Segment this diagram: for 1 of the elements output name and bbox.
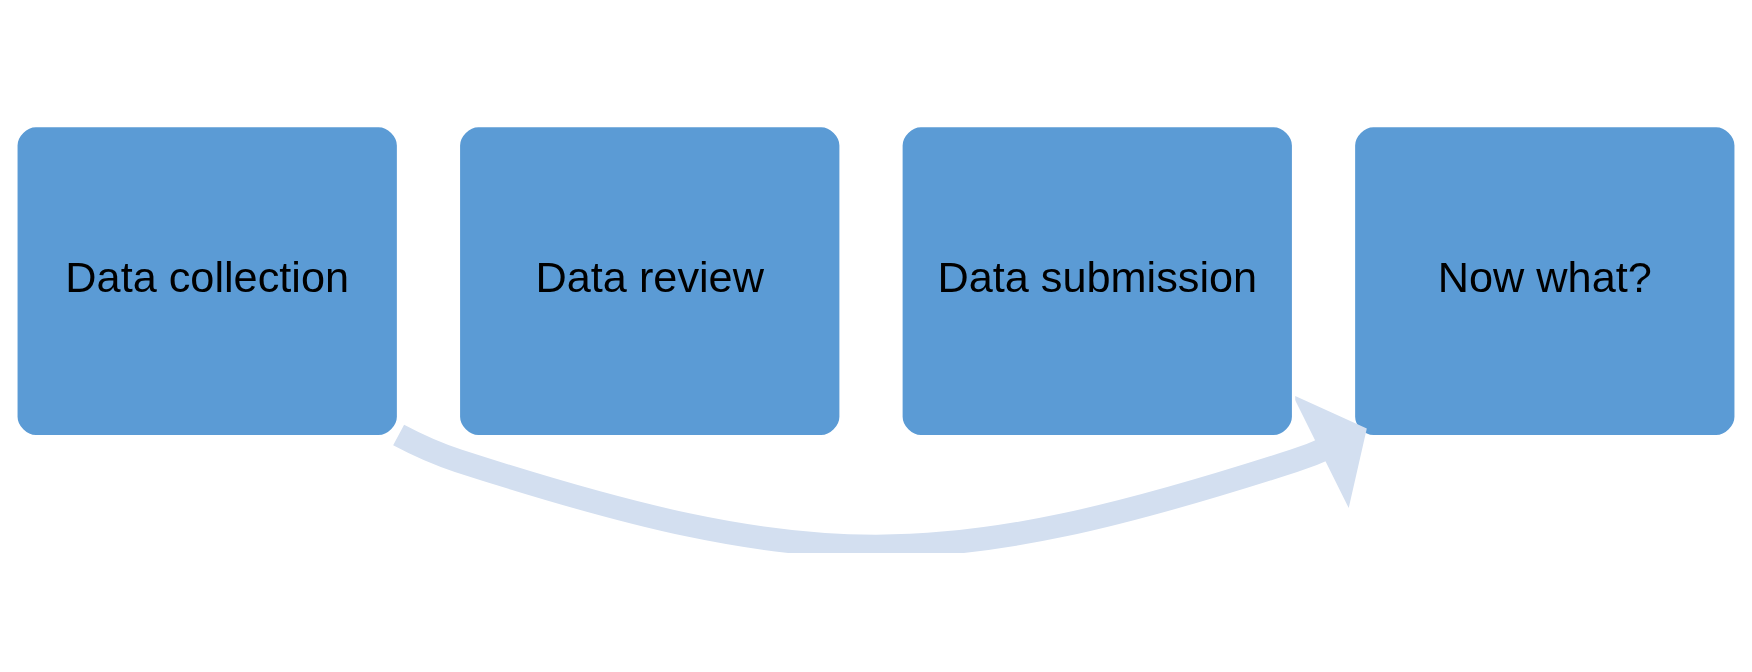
arrow	[393, 394, 1367, 553]
